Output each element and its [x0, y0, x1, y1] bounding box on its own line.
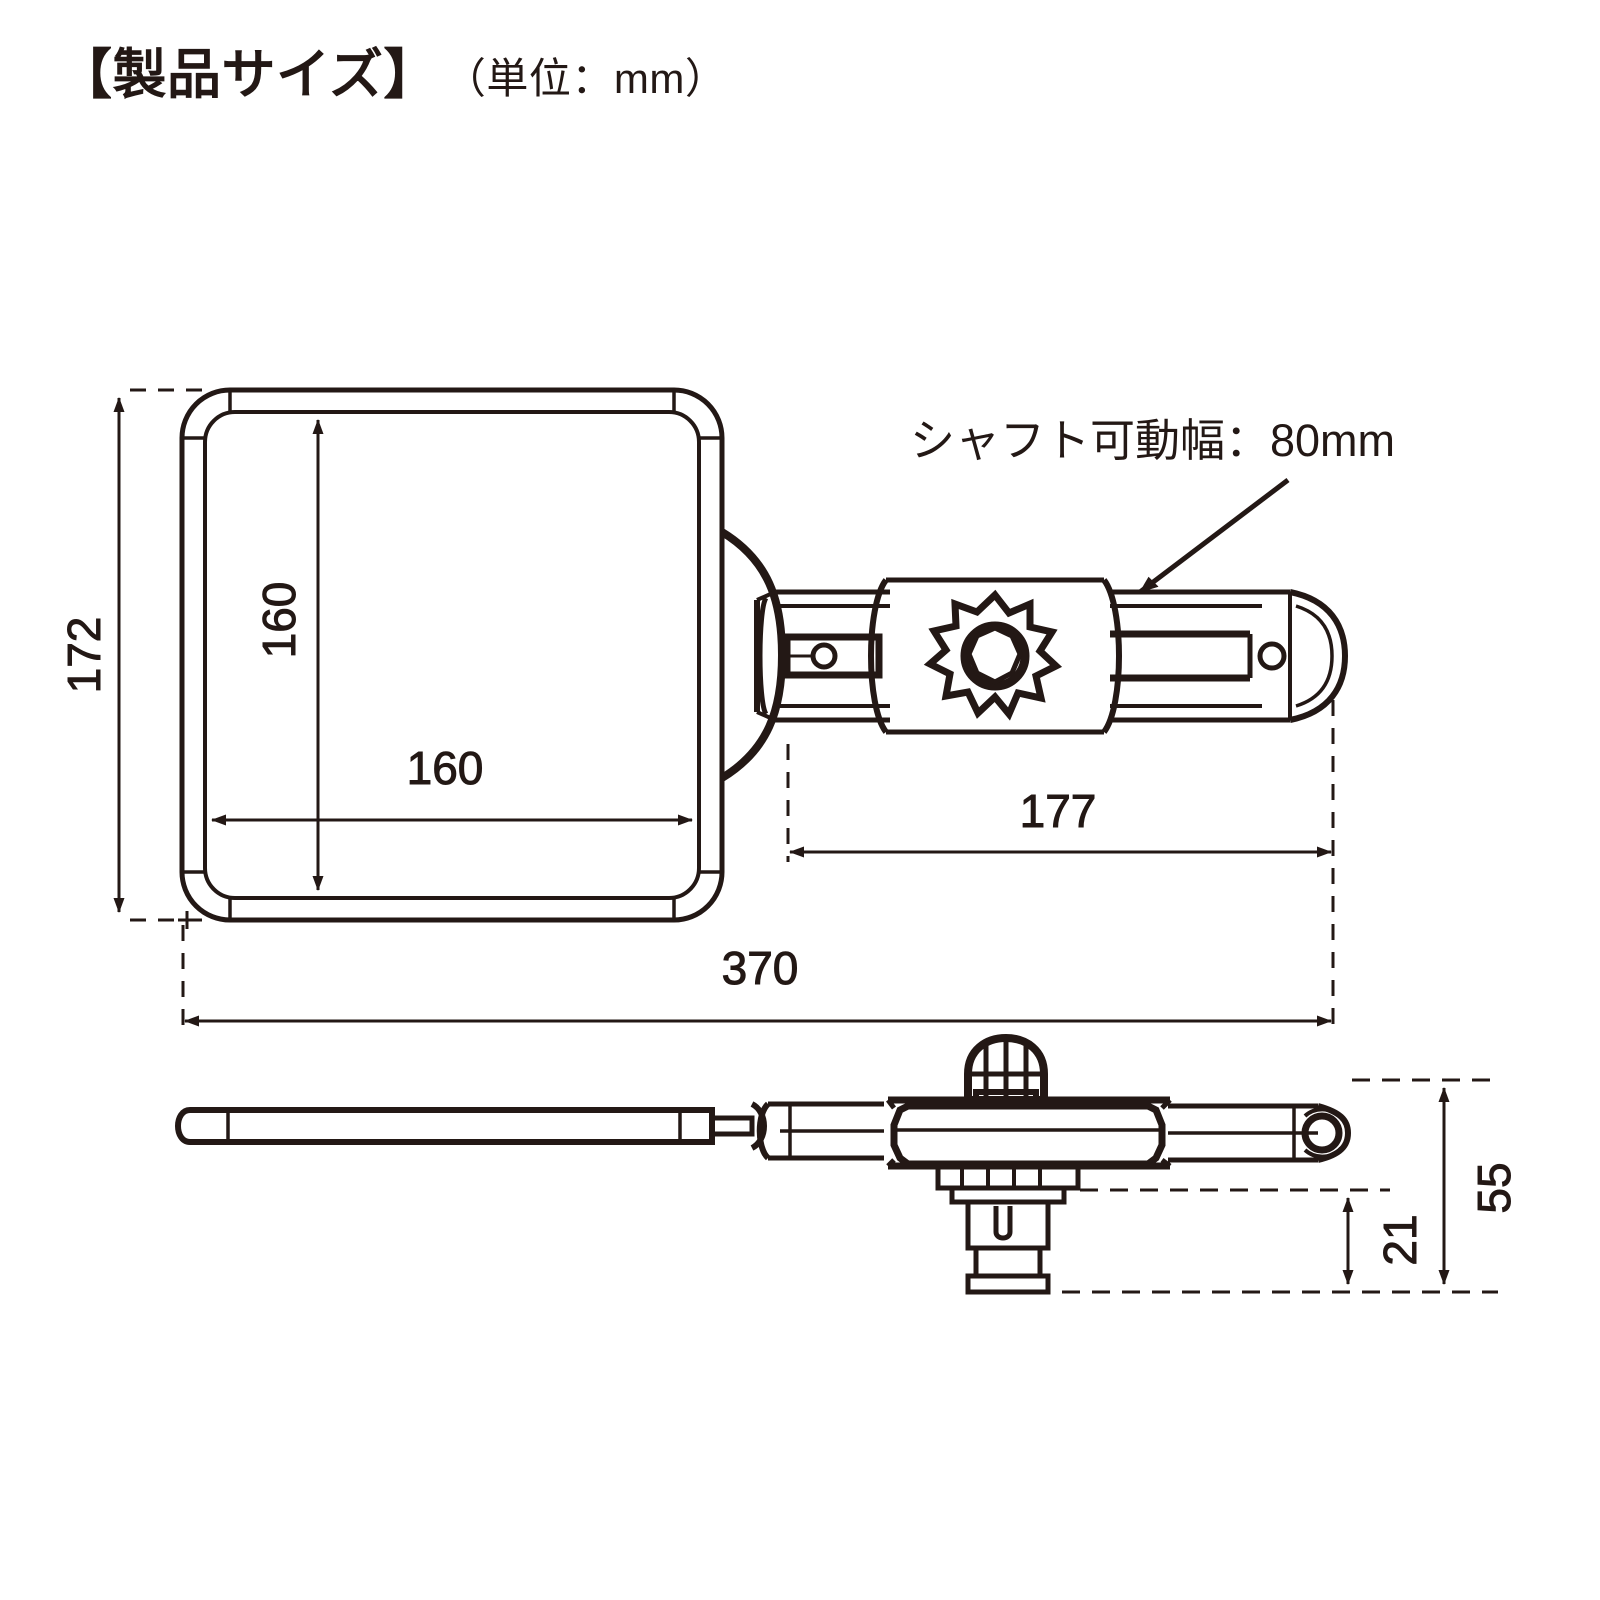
dimension-177: 177	[786, 700, 1335, 862]
side-mounting-stem	[935, 1161, 1081, 1295]
mirror-edge-view	[175, 1107, 715, 1145]
dimension-55-label: 55	[1468, 1162, 1520, 1213]
side-center-hub	[886, 1096, 1172, 1170]
dimension-172: 172	[58, 388, 206, 929]
dimension-160-horizontal-label: 160	[407, 742, 484, 794]
dimension-160-horizontal: 160	[211, 742, 693, 826]
telescoping-arm-top-view	[754, 577, 1349, 735]
dimension-21: 21	[1080, 1188, 1427, 1285]
side-ball-joint	[709, 1101, 767, 1151]
dimension-370: 370	[181, 868, 1335, 1030]
side-view	[175, 1033, 1352, 1295]
annotation-leader-arrow	[1138, 478, 1290, 594]
ball-joint-cup	[719, 528, 787, 782]
shaft-lock-knob-top-view	[923, 589, 1063, 721]
title-main-text: 【製品サイズ】	[58, 45, 438, 105]
side-right-tube	[1168, 1103, 1352, 1163]
page-title: 【製品サイズ】 （単位：mm）	[58, 48, 727, 102]
shaft-travel-annotation: シャフト可動幅：80mm	[910, 415, 1396, 466]
dimension-160-vertical: 160	[253, 419, 324, 891]
dimension-370-label: 370	[722, 942, 799, 994]
dimension-160-vertical-label: 160	[253, 582, 305, 659]
dimension-21-label: 21	[1374, 1214, 1426, 1265]
side-left-tube	[756, 1101, 884, 1161]
title-unit-text: （単位：mm）	[443, 55, 728, 102]
dimension-55: 55	[1062, 1078, 1521, 1294]
dimension-177-label: 177	[1020, 785, 1097, 837]
side-lock-knob	[964, 1033, 1048, 1109]
dimension-172-label: 172	[58, 617, 110, 694]
